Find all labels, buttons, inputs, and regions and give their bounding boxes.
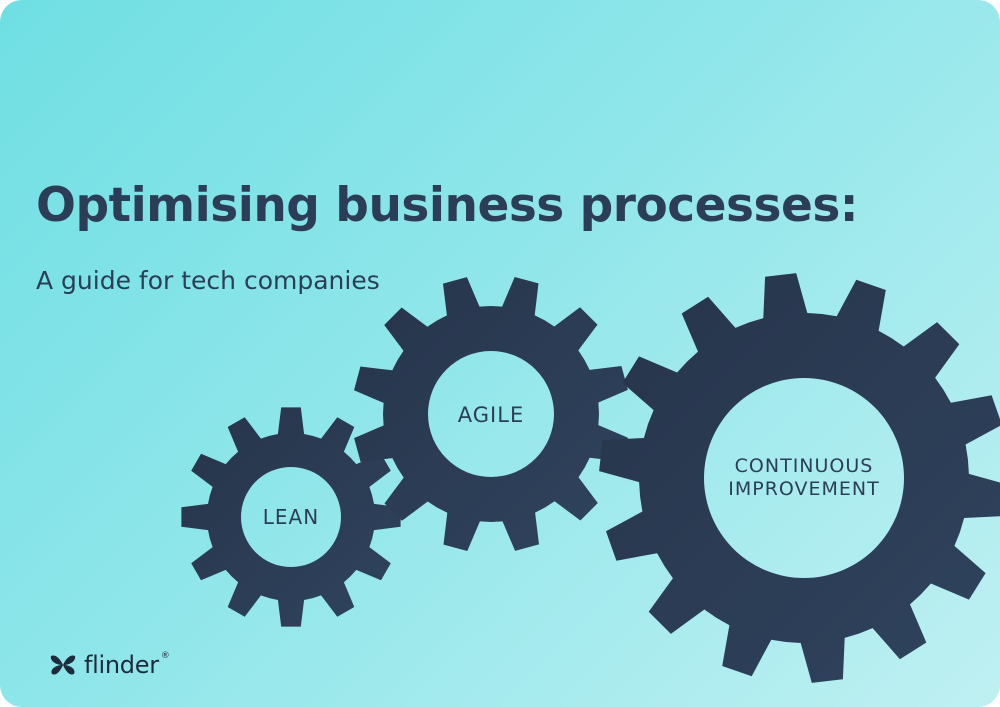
brand-name: flinder [84,651,159,679]
agile-label: AGILE [457,403,525,427]
continuous-improvement-label: CONTINUOUS IMPROVEMENT [704,455,904,501]
page-title: Optimising business processes: [36,178,859,233]
continuous-label-line2: IMPROVEMENT [728,477,880,500]
brand-logo: flinder ® [50,651,170,679]
brand-registered-mark: ® [160,651,170,661]
continuous-label-line1: CONTINUOUS [734,455,874,477]
lean-label: LEAN [262,505,320,529]
butterfly-logo-icon [50,655,76,675]
page-subtitle: A guide for tech companies [36,266,380,295]
